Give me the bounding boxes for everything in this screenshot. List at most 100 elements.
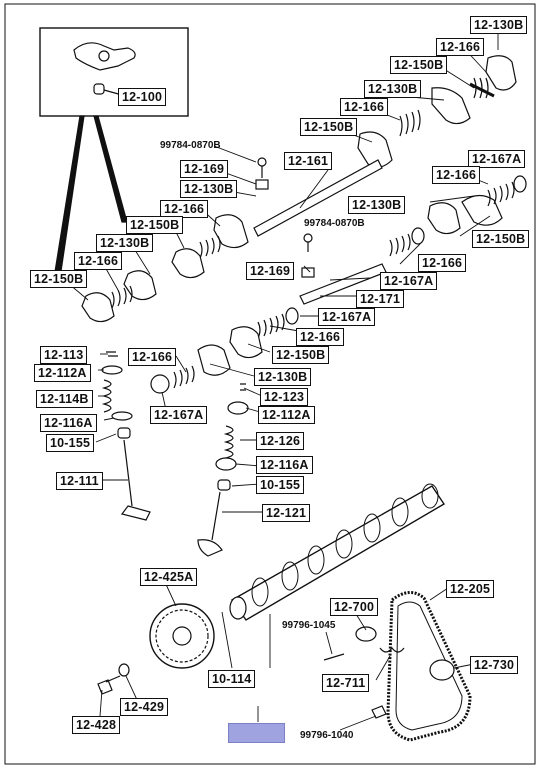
callout-12-130b[interactable]: 12-130B (364, 80, 422, 98)
pulley-bolt (97, 675, 121, 695)
spring (173, 365, 195, 389)
callout-10-114[interactable]: 10-114 (208, 670, 256, 688)
valve-head (120, 505, 151, 521)
callout-12-114b[interactable]: 12-114B (36, 390, 93, 408)
callout-12-150b[interactable]: 12-150B (272, 346, 330, 364)
callout-12-150b[interactable]: 12-150B (126, 216, 184, 234)
callout-12-150b[interactable]: 12-150B (390, 56, 448, 74)
callout-12-166[interactable]: 12-166 (432, 166, 481, 184)
callout-12-111[interactable]: 12-111 (56, 472, 103, 490)
callout-12-171[interactable]: 12-171 (356, 290, 405, 308)
rocker-arm (213, 214, 249, 249)
retainer-12-169 (301, 267, 315, 278)
washer (411, 227, 425, 245)
rocker-arm (431, 87, 471, 125)
callout-12-113[interactable]: 12-113 (40, 346, 88, 364)
callout-99796-1040[interactable]: 99796-1040 (300, 730, 354, 741)
callout-12-429[interactable]: 12-429 (120, 698, 169, 716)
callout-12-150b[interactable]: 12-150B (300, 118, 358, 136)
spring (111, 285, 133, 309)
callout-12-130b[interactable]: 12-130B (470, 16, 528, 34)
inset-adjuster (93, 83, 105, 95)
callout-12-130b[interactable]: 12-130B (180, 180, 238, 198)
page-border (4, 3, 536, 765)
washer (513, 175, 527, 193)
callout-12-730[interactable]: 12-730 (470, 656, 519, 674)
valve-stem (123, 439, 133, 507)
inset-rocker-arm (73, 42, 136, 71)
spring-retainer (101, 365, 123, 375)
callout-12-161[interactable]: 12-161 (284, 152, 333, 170)
callout-12-166[interactable]: 12-166 (296, 328, 345, 346)
spring-seat (215, 457, 237, 471)
callout-12-150b[interactable]: 12-150B (472, 230, 530, 248)
camshaft-end (229, 596, 247, 620)
spring (199, 235, 221, 259)
callout-99784-0870b[interactable]: 99784-0870B (160, 140, 221, 151)
spring (389, 233, 411, 257)
valve-head (197, 539, 223, 557)
callout-12-166[interactable]: 12-166 (74, 252, 123, 270)
spring (487, 181, 515, 207)
washer (285, 307, 299, 325)
timing-belt (386, 591, 472, 742)
callout-12-130b[interactable]: 12-130B (96, 234, 154, 252)
callout-12-116a[interactable]: 12-116A (40, 414, 97, 432)
inset-leader-right (93, 115, 128, 223)
callout-12-123[interactable]: 12-123 (260, 388, 309, 406)
tensioner (355, 626, 377, 642)
callout-12-169[interactable]: 12-169 (180, 160, 229, 178)
valve-stem (211, 491, 221, 541)
idler-pulley (429, 659, 455, 681)
spring (399, 109, 421, 137)
callout-12-166[interactable]: 12-166 (418, 254, 467, 272)
spring-retainer (227, 401, 249, 415)
rocker-arm (485, 55, 517, 91)
rocker-arm (197, 344, 231, 376)
rocker-arm (427, 202, 461, 235)
callout-10-155[interactable]: 10-155 (256, 476, 305, 494)
callout-99784-0870b[interactable]: 99784-0870B (304, 218, 365, 229)
callout-12-428[interactable]: 12-428 (72, 716, 121, 734)
callout-12-116a[interactable]: 12-116A (256, 456, 313, 474)
callout-12-126[interactable]: 12-126 (256, 432, 305, 450)
callout-12-112a[interactable]: 12-112A (258, 406, 315, 424)
callout-12-166[interactable]: 12-166 (160, 200, 209, 218)
callout-10-155[interactable]: 10-155 (46, 434, 95, 452)
tensioner-spring (323, 647, 405, 661)
callout-12-169[interactable]: 12-169 (246, 262, 295, 280)
callout-12-166[interactable]: 12-166 (128, 348, 177, 366)
rocker-arm (171, 248, 205, 279)
callout-99796-1045[interactable]: 99796-1045 (282, 620, 336, 631)
callout-12-205[interactable]: 12-205 (446, 580, 495, 598)
spring-seat (111, 411, 133, 421)
rocker-arm (123, 270, 157, 301)
callout-12-100[interactable]: 12-100 (118, 88, 167, 106)
cam-pulley (149, 603, 215, 669)
callout-12-700[interactable]: 12-700 (330, 598, 379, 616)
valve-spring (223, 425, 234, 459)
callout-12-166[interactable]: 12-166 (340, 98, 389, 116)
bolt-99796-1040 (371, 705, 387, 719)
callout-12-167a[interactable]: 12-167A (150, 406, 208, 424)
callout-12-167a[interactable]: 12-167A (318, 308, 376, 326)
highlighted-part-box[interactable] (228, 723, 285, 743)
callout-12-425a[interactable]: 12-425A (140, 568, 198, 586)
rocker-arm (81, 292, 115, 323)
callout-12-166[interactable]: 12-166 (436, 38, 485, 56)
callout-12-167a[interactable]: 12-167A (380, 272, 438, 290)
callout-12-711[interactable]: 12-711 (322, 674, 370, 692)
detail-inset-box (39, 27, 189, 117)
pulley-washer (118, 663, 130, 677)
rocker-arm (229, 326, 263, 359)
spring (473, 77, 489, 99)
callout-12-121[interactable]: 12-121 (262, 504, 311, 522)
washer (150, 374, 170, 394)
callout-12-112a[interactable]: 12-112A (34, 364, 91, 382)
rocker-shaft-upper (253, 159, 383, 237)
callout-12-130b[interactable]: 12-130B (348, 196, 406, 214)
retainer-12-169 (255, 179, 269, 190)
callout-12-167a[interactable]: 12-167A (468, 150, 526, 168)
callout-12-150b[interactable]: 12-150B (30, 270, 88, 288)
callout-12-130b[interactable]: 12-130B (254, 368, 312, 386)
